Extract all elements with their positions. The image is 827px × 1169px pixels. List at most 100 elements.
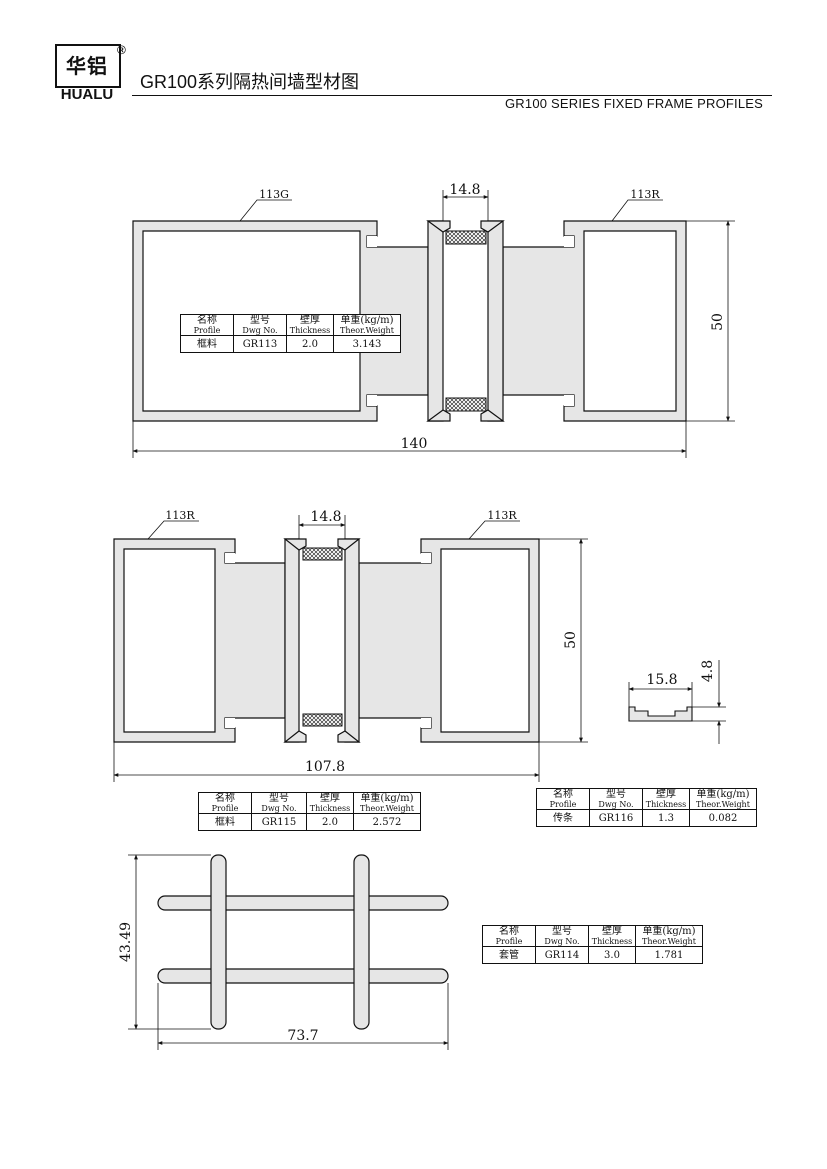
gr115-dimensions: [113, 515, 588, 782]
gr115-right-chamber: [358, 538, 540, 743]
spec-header-cell: 单重(kg/m)Theor.Weight: [689, 788, 757, 810]
spec-header-cell: 单重(kg/m)Theor.Weight: [353, 792, 421, 814]
gr115-thermal-strip-top: [302, 547, 343, 561]
gr113-spec-name: 框料: [180, 335, 234, 353]
spec-header-cell: 名称: [197, 315, 217, 326]
spec-header-cell: Profile: [549, 800, 577, 809]
gr115-left-web: [284, 538, 300, 743]
spec-header-cell: 单重(kg/m): [360, 793, 414, 804]
spec-header-cell: 单重(kg/m): [696, 789, 750, 800]
logo-english: HUALU: [60, 86, 114, 103]
spec-header-cell: Dwg No.: [598, 800, 634, 809]
spec-header-cell: 型号: [269, 793, 289, 804]
gr114-spec-weight: 1.781: [635, 946, 703, 964]
spec-header-cell: 名称: [553, 789, 573, 800]
spec-header-cell: Dwg No.: [261, 804, 297, 813]
spec-header-cell: 名称: [215, 793, 235, 804]
spec-header-cell: Thickness: [309, 804, 351, 813]
spec-header-cell: 单重(kg/m): [340, 315, 394, 326]
spec-header-cell: Dwg No.: [242, 326, 278, 335]
gr115-profile: [113, 538, 540, 743]
gr115-thermal-strip-bottom: [302, 713, 343, 727]
gr116-dimensions: [628, 660, 726, 744]
gr114-dimensions: [128, 854, 449, 1050]
gr116-spec-dwg: GR116: [589, 809, 643, 827]
spec-header-cell: 型号: [552, 926, 572, 937]
spec-header-cell: 壁厚: [656, 789, 676, 800]
gr116-profile: [628, 706, 693, 722]
spec-header-cell: 壁厚: [320, 793, 340, 804]
gr115-label-left: 113R: [165, 509, 195, 522]
spec-header-cell: Thickness: [591, 937, 633, 946]
spec-header-cell: Theor.Weight: [360, 804, 414, 813]
gr114-profile: [157, 854, 449, 1030]
gr116-spec-thickness: 1.3: [642, 809, 690, 827]
gr115-left-chamber: [113, 538, 286, 743]
spec-header-cell: 名称: [499, 926, 519, 937]
spec-header-cell: 型号: [250, 315, 270, 326]
gr113-right-web: [487, 220, 504, 422]
spec-header-cell: 单重(kg/m): [642, 926, 696, 937]
gr113-dim-top: 14.8: [449, 182, 480, 198]
gr115-spec-weight: 2.572: [353, 813, 421, 831]
logo-chinese: 华铝: [66, 56, 108, 78]
spec-header-cell: Profile: [211, 804, 239, 813]
gr114-spec-thickness: 3.0: [588, 946, 636, 964]
spec-header-cell: 壁厚: [602, 926, 622, 937]
spec-header-cell: Thickness: [645, 800, 687, 809]
gr116-dim-height: 4.8: [700, 660, 716, 682]
gr115-spec-name: 框料: [198, 813, 252, 831]
gr115-spec-dwg: GR115: [251, 813, 307, 831]
gr115-dim-width: 107.8: [305, 759, 345, 775]
registered-mark: ®: [117, 43, 126, 57]
spec-header-cell: Profile: [193, 326, 221, 335]
gr113-spec-dwg: GR113: [233, 335, 287, 353]
gr115-spec-thickness: 2.0: [306, 813, 354, 831]
gr114-spec-dwg: GR114: [535, 946, 589, 964]
gr113-thermal-strip-bottom: [445, 397, 487, 412]
gr114-dim-height: 43.49: [118, 922, 134, 962]
gr113-thermal-strip-top: [445, 230, 487, 245]
spec-header-cell: 单重(kg/m)Theor.Weight: [635, 925, 703, 947]
logo-frame: [55, 44, 121, 88]
spec-header-cell: 型号: [606, 789, 626, 800]
header-divider: [132, 95, 772, 96]
page-subtitle: GR100 SERIES FIXED FRAME PROFILES: [505, 96, 763, 111]
gr113-dim-width: 140: [401, 436, 428, 452]
gr113-spec-thickness: 2.0: [286, 335, 334, 353]
gr116-spec-name: 传条: [536, 809, 590, 827]
gr113-spec-weight: 3.143: [333, 335, 401, 353]
gr113-dim-height: 50: [710, 313, 726, 331]
spec-header-cell: Thickness: [289, 326, 331, 335]
spec-header-cell: Theor.Weight: [696, 800, 750, 809]
gr113-dimensions: [132, 190, 735, 458]
spec-header-cell: Theor.Weight: [642, 937, 696, 946]
page-title: GR100系列隔热间墙型材图: [140, 72, 360, 92]
gr113-right-chamber: [502, 220, 687, 422]
gr113-label-right: 113R: [630, 188, 660, 201]
gr116-spec-weight: 0.082: [689, 809, 757, 827]
spec-header-cell: Profile: [495, 937, 523, 946]
gr113-left-web: [427, 220, 444, 422]
gr116-dim-width: 15.8: [646, 672, 677, 688]
spec-header-cell: Theor.Weight: [340, 326, 394, 335]
gr115-dim-height: 50: [563, 631, 579, 649]
gr114-dim-width: 73.7: [287, 1028, 318, 1044]
gr115-right-web: [344, 538, 360, 743]
